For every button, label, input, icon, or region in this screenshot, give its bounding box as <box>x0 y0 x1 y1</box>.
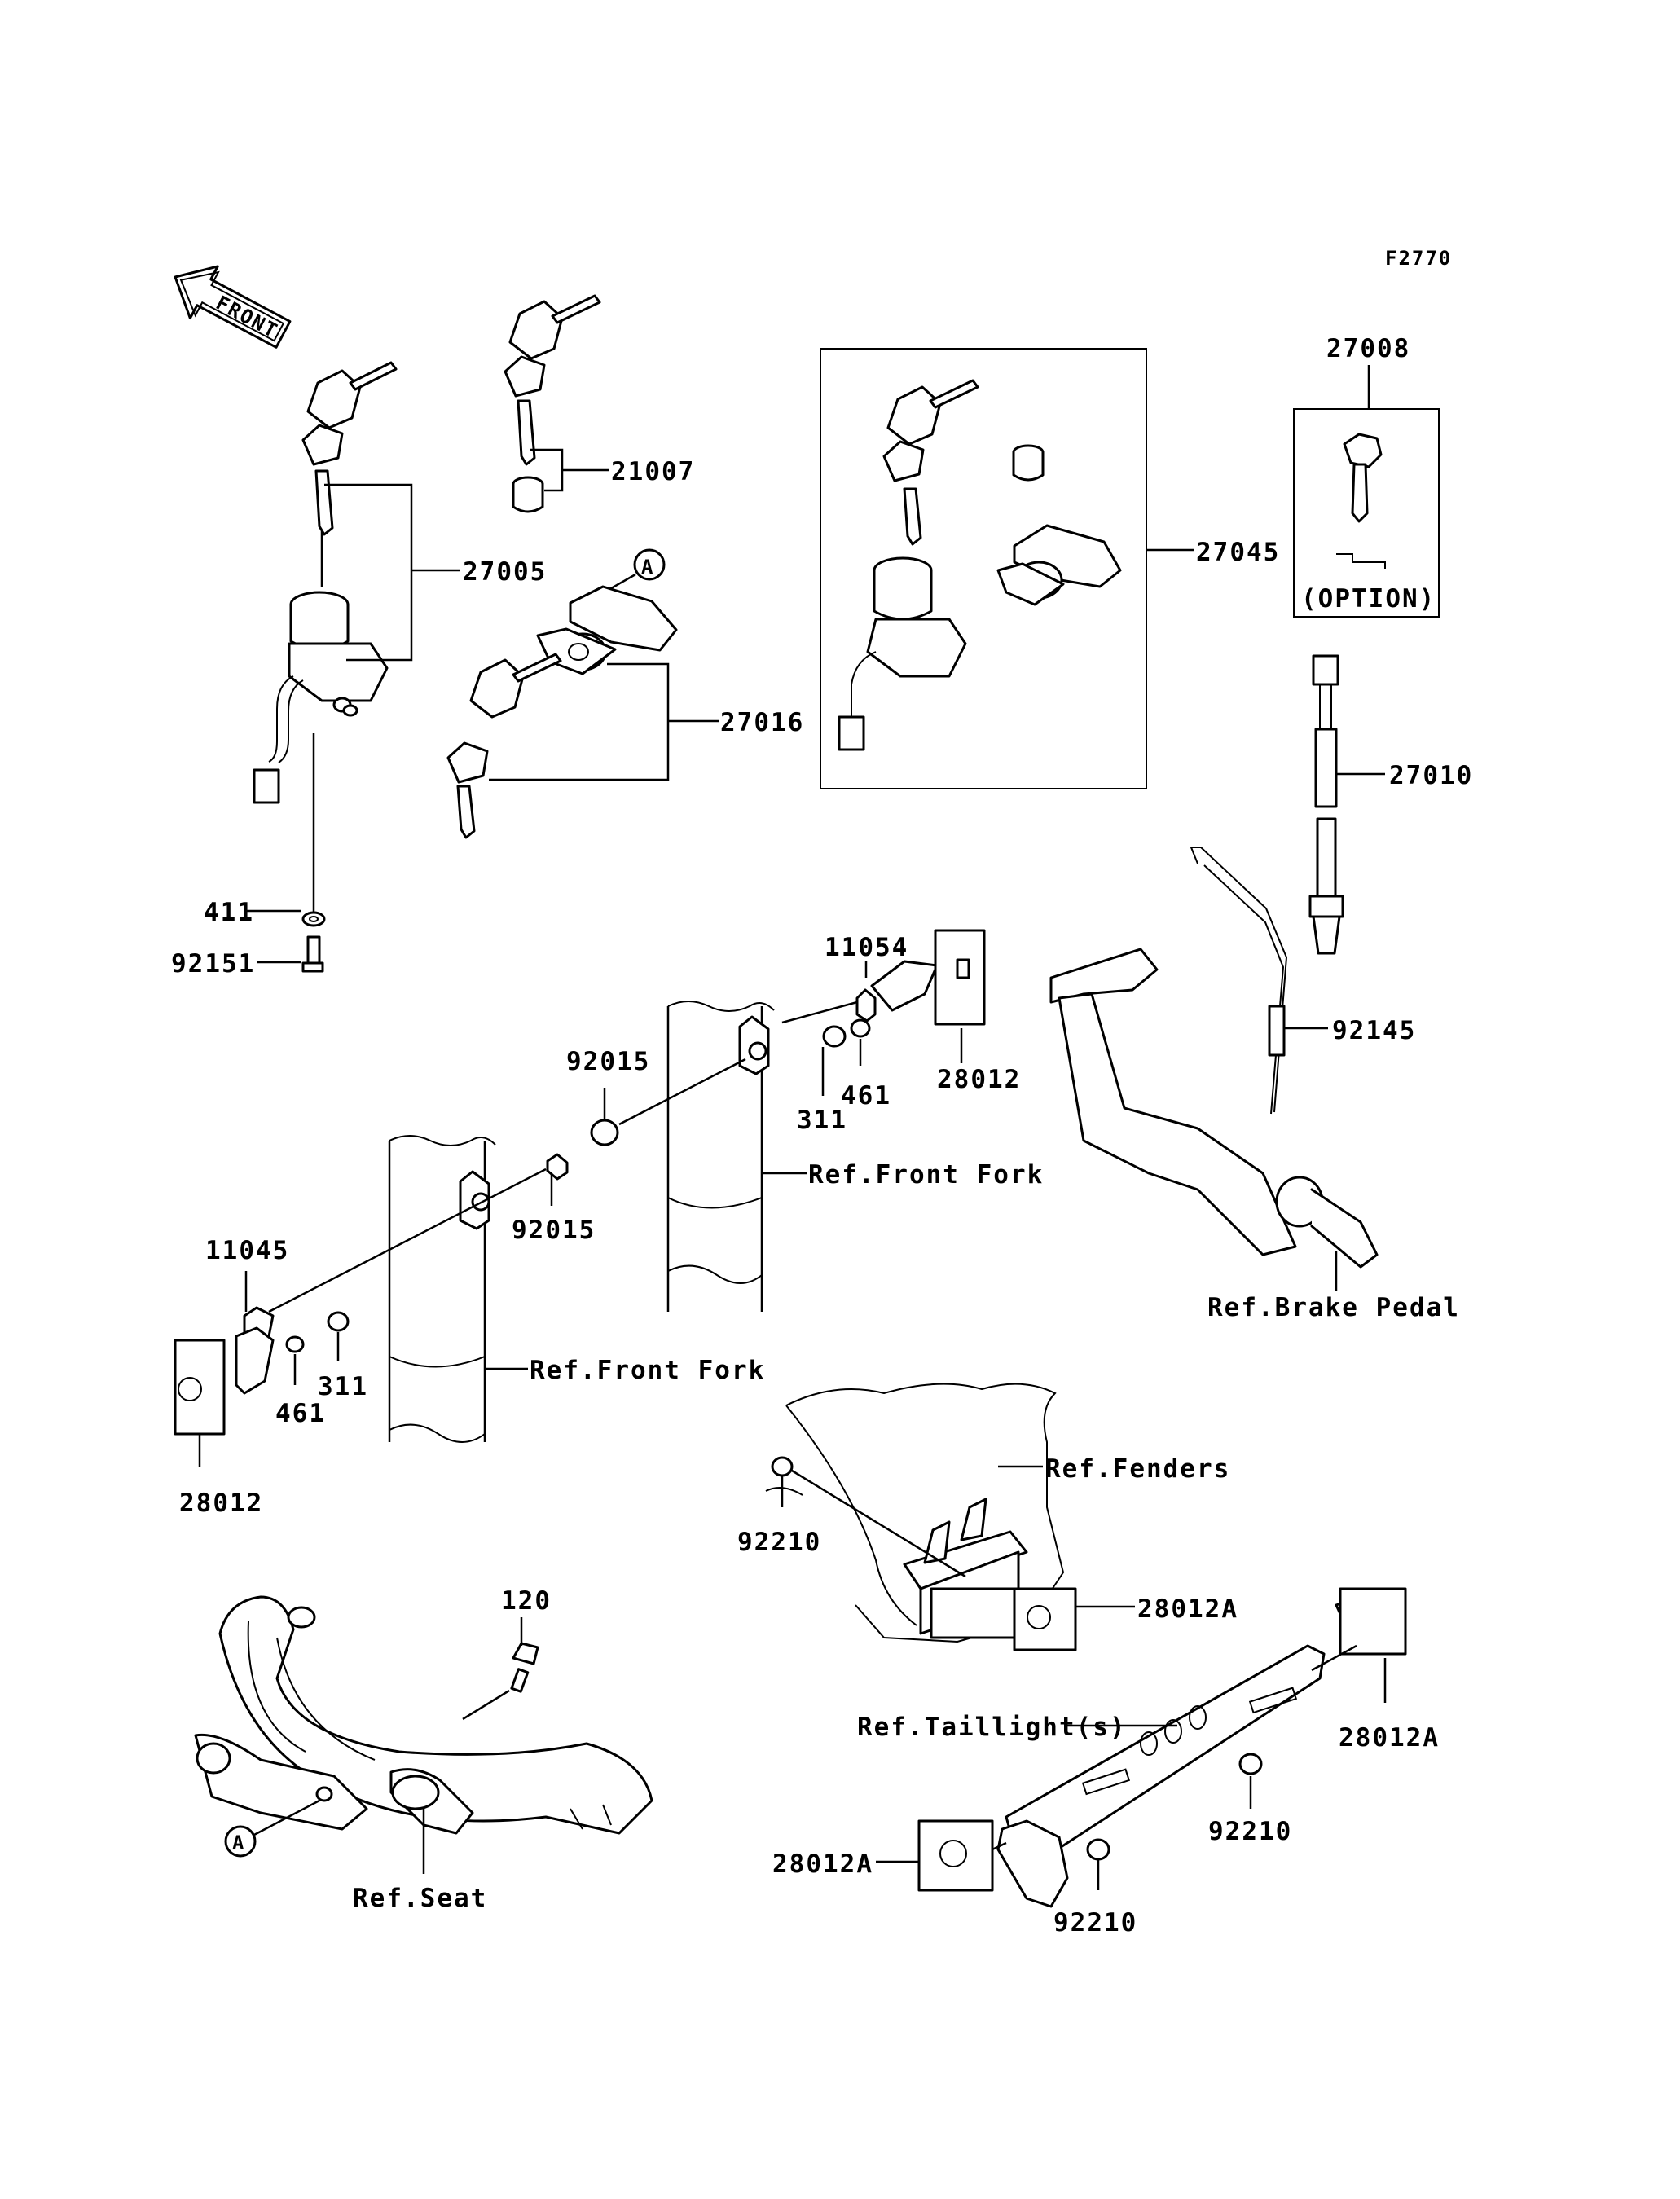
front-fork-upper-illustration <box>590 929 986 1312</box>
part-461-upper: 461 <box>841 1081 891 1110</box>
part-311-upper: 311 <box>797 1106 847 1135</box>
part-92145: 92145 <box>1332 1016 1416 1045</box>
ref-brake-pedal: Ref.Brake Pedal <box>1207 1293 1460 1322</box>
marker-a-top: A <box>641 556 654 578</box>
ref-front-fork-lower: Ref.Front Fork <box>530 1356 765 1385</box>
blank-key-illustration <box>1336 433 1386 569</box>
option-label: (OPTION) <box>1301 584 1436 614</box>
brake-pedal-illustration <box>1049 847 1379 1269</box>
part-21007: 21007 <box>611 457 695 486</box>
ref-seat: Ref.Seat <box>353 1884 487 1913</box>
part-28012a-fender: 28012A <box>1137 1594 1238 1624</box>
part-92015-lower: 92015 <box>512 1216 596 1245</box>
part-28012-lower: 28012 <box>179 1489 263 1518</box>
ignition-switch-illustration <box>253 361 398 973</box>
part-92210-bottom: 92210 <box>1053 1908 1137 1937</box>
ref-taillight: Ref.Taillight(s) <box>857 1713 1127 1742</box>
part-28012a-right: 28012A <box>1339 1723 1440 1753</box>
marker-a-bottom: A <box>232 1832 245 1854</box>
ref-fenders: Ref.Fenders <box>1045 1454 1230 1484</box>
part-92210-left: 92210 <box>737 1528 821 1557</box>
part-28012a-left: 28012A <box>772 1849 873 1879</box>
key-set-illustration <box>504 294 601 513</box>
front-fork-lower-illustration <box>174 1135 569 1443</box>
part-461-lower: 461 <box>275 1399 326 1428</box>
part-27008: 27008 <box>1326 334 1410 363</box>
marker-a-circle-top <box>633 548 666 581</box>
ref-front-fork-upper: Ref.Front Fork <box>808 1160 1044 1190</box>
marker-a-circle-bottom <box>224 1825 257 1858</box>
part-28012-upper: 28012 <box>937 1065 1021 1094</box>
part-92210-mid: 92210 <box>1208 1817 1292 1846</box>
part-11054: 11054 <box>825 933 908 962</box>
seat-rail-illustration <box>194 1595 653 1835</box>
front-arrow-icon: FRONT <box>174 265 292 349</box>
figure-code: F2770 <box>1385 247 1452 270</box>
part-27045: 27045 <box>1196 538 1280 567</box>
part-27010: 27010 <box>1389 761 1473 790</box>
part-92151: 92151 <box>171 949 255 979</box>
part-411: 411 <box>204 898 254 927</box>
seat-lock-illustration <box>446 585 678 839</box>
brake-switch-illustration <box>1308 654 1344 955</box>
part-27005: 27005 <box>463 557 547 587</box>
part-11045: 11045 <box>205 1236 289 1265</box>
taillight-bracket-illustration <box>917 1587 1407 1908</box>
part-92015-upper: 92015 <box>566 1047 650 1076</box>
rear-fender-illustration <box>765 1383 1077 1651</box>
option-box-27008 <box>1293 408 1440 618</box>
ignition-kit-illustration <box>838 379 1122 751</box>
part-27016: 27016 <box>720 708 804 737</box>
part-120: 120 <box>501 1586 552 1616</box>
kit-box-27045 <box>820 348 1147 789</box>
part-311-lower: 311 <box>318 1372 368 1401</box>
